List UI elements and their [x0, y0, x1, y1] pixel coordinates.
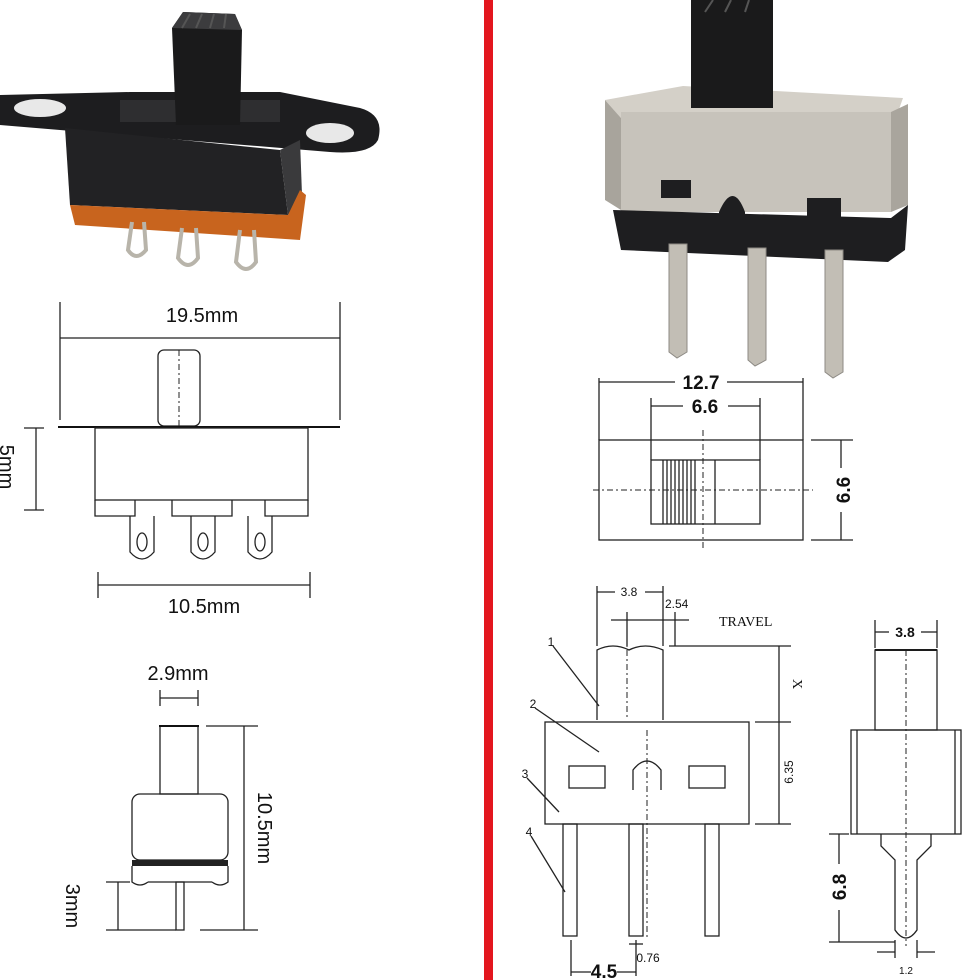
right-panel: 12.7 6.6 6.6 — [493, 0, 980, 980]
side-pin-length-dimension-label: 6.8 — [830, 874, 851, 900]
callout-1: 1 — [548, 635, 555, 649]
pin-thickness-dimension-label: 0.76 — [636, 951, 660, 965]
side-view-drawing: 19.5mm 5mm 10.5mm — [0, 302, 341, 618]
callout-3: 3 — [522, 767, 529, 781]
callout-4: 4 — [526, 825, 533, 839]
side-pin-width-dimension-label: 1.2 — [899, 966, 913, 977]
knob-width-dimension-label: 2.9mm — [147, 663, 208, 685]
travel-dimension-label: 2.54 — [665, 597, 689, 611]
photo-switch-black — [0, 12, 380, 271]
total-height-dimension-label: 10.5mm — [253, 792, 275, 864]
slot-dimension-label: 6.6 — [692, 397, 718, 418]
width-dimension-label: 19.5mm — [166, 305, 238, 327]
pin-span-dimension-label: 10.5mm — [168, 596, 240, 618]
height-dimension-label: 5mm — [0, 445, 17, 489]
side-knob-dimension-label: 3.8 — [895, 624, 915, 640]
front-knob-dimension-label: 3.8 — [621, 585, 638, 599]
front-view-drawing: 3.8 2.54 TRAVEL 1 2 3 4 — [522, 585, 804, 980]
x-dimension-label: X — [789, 679, 804, 689]
top-view-drawing: 12.7 6.6 6.6 — [593, 373, 855, 548]
right-panel-drawing: 12.7 6.6 6.6 — [522, 0, 962, 980]
callout-2: 2 — [530, 697, 537, 711]
pin-length-dimension-label: 3mm — [61, 884, 83, 928]
panel-divider — [484, 0, 493, 980]
side-view-drawing-right: 3.8 6.8 1.2 — [829, 620, 962, 977]
width-dimension-label: 6.6 — [834, 477, 855, 503]
body-height-dimension-label: 6.35 — [782, 760, 796, 784]
left-panel: 19.5mm 5mm 10.5mm 2.9mm — [0, 0, 484, 980]
travel-text-label: TRAVEL — [719, 615, 772, 630]
pitch-dimension-label: 4.5 — [591, 962, 618, 980]
left-panel-drawing: 19.5mm 5mm 10.5mm 2.9mm — [0, 12, 380, 931]
length-dimension-label: 12.7 — [683, 373, 720, 394]
photo-switch-silver — [605, 0, 908, 379]
end-view-drawing: 2.9mm 10.5mm 3mm — [61, 663, 275, 931]
